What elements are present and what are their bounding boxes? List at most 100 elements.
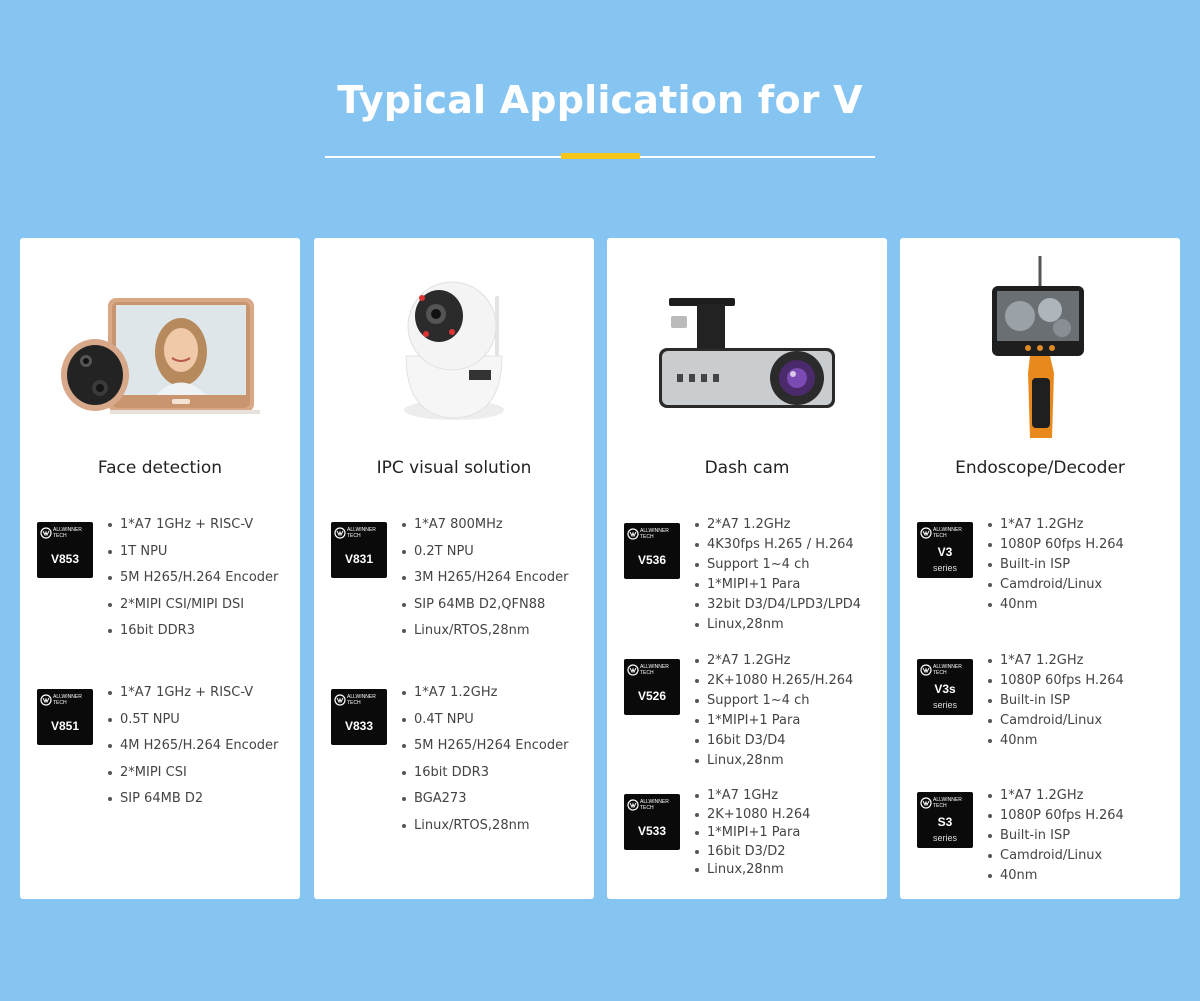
card-ipc-visual-solution: IPC visual solution ALLWINNER TECH V831 … bbox=[314, 238, 594, 899]
card-title: Face detection bbox=[97, 458, 223, 478]
chip-model: V833 bbox=[344, 719, 374, 733]
spec-item: Linux,28nm bbox=[695, 861, 810, 880]
ip-camera-image bbox=[404, 281, 504, 420]
allwinner-logo-icon bbox=[627, 799, 639, 811]
spec-item: Built-in ISP bbox=[988, 555, 1124, 575]
spec-item: 2K+1080 H.264 bbox=[695, 806, 810, 825]
chip-series: series bbox=[932, 833, 957, 843]
card-title: IPC visual solution bbox=[376, 458, 532, 478]
spec-item: Support 1~4 ch bbox=[695, 691, 853, 711]
spec-item: 1*MIPI+1 Para bbox=[695, 824, 810, 843]
endoscope-image bbox=[992, 256, 1084, 438]
title-accent-bar bbox=[561, 153, 640, 159]
chip-logo-text: ALLWINNER TECH bbox=[53, 694, 82, 706]
chip-model: V3 bbox=[937, 545, 953, 559]
spec-item: 16bit D3/D2 bbox=[695, 843, 810, 862]
spec-item: 0.5T NPU bbox=[108, 707, 278, 734]
spec-list: 1*A7 1.2GHz 1080P 60fps H.264 Built-in I… bbox=[988, 786, 1124, 886]
chip-logo-text: ALLWINNER TECH bbox=[640, 664, 669, 676]
spec-list: 1*A7 1GHz + RISC-V 0.5T NPU 4M H265/H.26… bbox=[108, 680, 278, 813]
spec-item: 4M H265/H.264 Encoder bbox=[108, 733, 278, 760]
allwinner-logo-icon bbox=[334, 694, 346, 706]
spec-item: 0.4T NPU bbox=[402, 707, 568, 734]
chip-badge: ALLWINNER TECH V831 bbox=[331, 522, 387, 578]
spec-item: 3M H265/H264 Encoder bbox=[402, 565, 568, 592]
spec-item: 1080P 60fps H.264 bbox=[988, 535, 1124, 555]
card-title: Endoscope/Decoder bbox=[955, 458, 1125, 478]
spec-item: 1*A7 1.2GHz bbox=[988, 651, 1124, 671]
spec-item: 1*A7 1.2GHz bbox=[988, 515, 1124, 535]
chip-badge: ALLWINNER TECH V536 bbox=[624, 523, 680, 579]
card-endoscope-decoder: Endoscope/Decoder ALLWINNER TECH V3 seri… bbox=[900, 238, 1180, 899]
chip-logo-text: ALLWINNER TECH bbox=[933, 527, 962, 539]
chip-logo-text: ALLWINNER TECH bbox=[347, 527, 376, 539]
spec-item: 40nm bbox=[988, 731, 1124, 751]
spec-item: Built-in ISP bbox=[988, 691, 1124, 711]
page-title: Typical Application for V bbox=[337, 78, 863, 122]
allwinner-logo-icon bbox=[627, 664, 639, 676]
spec-item: 2*MIPI CSI bbox=[108, 760, 278, 787]
spec-item: 16bit DDR3 bbox=[108, 618, 278, 645]
allwinner-logo-icon bbox=[627, 528, 639, 540]
chip-logo-text: ALLWINNER TECH bbox=[933, 664, 962, 676]
chip-model: S3 bbox=[937, 815, 953, 829]
chip-model: V853 bbox=[50, 552, 80, 566]
chip-badge: ALLWINNER TECH V833 bbox=[331, 689, 387, 745]
spec-list: 1*A7 1.2GHz 0.4T NPU 5M H265/H264 Encode… bbox=[402, 680, 568, 839]
spec-list: 2*A7 1.2GHz 2K+1080 H.265/H.264 Support … bbox=[695, 651, 853, 771]
chip-badge: ALLWINNER TECH V3s series bbox=[917, 659, 973, 715]
card-title: Dash cam bbox=[704, 458, 790, 478]
spec-item: Camdroid/Linux bbox=[988, 711, 1124, 731]
spec-item: Camdroid/Linux bbox=[988, 575, 1124, 595]
chip-logo-text: ALLWINNER TECH bbox=[53, 527, 82, 539]
spec-item: 16bit D3/D4 bbox=[695, 731, 853, 751]
spec-item: 1*A7 1GHz + RISC-V bbox=[108, 512, 278, 539]
allwinner-logo-icon bbox=[920, 664, 932, 676]
allwinner-logo-icon bbox=[920, 527, 932, 539]
allwinner-logo-icon bbox=[920, 797, 932, 809]
chip-model: V533 bbox=[637, 824, 667, 838]
spec-item: 1T NPU bbox=[108, 539, 278, 566]
spec-item: Support 1~4 ch bbox=[695, 555, 861, 575]
allwinner-logo-icon bbox=[40, 527, 52, 539]
chip-series: series bbox=[932, 563, 957, 573]
chip-badge: ALLWINNER TECH V3 series bbox=[917, 522, 973, 578]
spec-item: 1*A7 1.2GHz bbox=[402, 680, 568, 707]
chip-model: V526 bbox=[637, 689, 667, 703]
chip-badge: ALLWINNER TECH V533 bbox=[624, 794, 680, 850]
chip-badge: ALLWINNER TECH S3 series bbox=[917, 792, 973, 848]
spec-item: SIP 64MB D2 bbox=[108, 786, 278, 813]
spec-item: 40nm bbox=[988, 595, 1124, 615]
chip-badge: ALLWINNER TECH V851 bbox=[37, 689, 93, 745]
spec-list: 1*A7 1.2GHz 1080P 60fps H.264 Built-in I… bbox=[988, 515, 1124, 615]
spec-item: 4K30fps H.265 / H.264 bbox=[695, 535, 861, 555]
spec-list: 1*A7 800MHz 0.2T NPU 3M H265/H264 Encode… bbox=[402, 512, 568, 645]
spec-item: 2K+1080 H.265/H.264 bbox=[695, 671, 853, 691]
spec-item: Linux,28nm bbox=[695, 751, 853, 771]
spec-item: 0.2T NPU bbox=[402, 539, 568, 566]
spec-item: 32bit D3/D4/LPD3/LPD4 bbox=[695, 595, 861, 615]
spec-list: 1*A7 1GHz 2K+1080 H.264 1*MIPI+1 Para 16… bbox=[695, 787, 810, 880]
spec-list: 2*A7 1.2GHz 4K30fps H.265 / H.264 Suppor… bbox=[695, 515, 861, 635]
spec-item: 5M H265/H.264 Encoder bbox=[108, 565, 278, 592]
chip-logo-text: ALLWINNER TECH bbox=[347, 694, 376, 706]
spec-item: SIP 64MB D2,QFN88 bbox=[402, 592, 568, 619]
spec-item: Linux/RTOS,28nm bbox=[402, 813, 568, 840]
spec-item: 1*MIPI+1 Para bbox=[695, 575, 861, 595]
spec-item: Linux,28nm bbox=[695, 615, 861, 635]
chip-logo-text: ALLWINNER TECH bbox=[933, 797, 962, 809]
spec-list: 1*A7 1.2GHz 1080P 60fps H.264 Built-in I… bbox=[988, 651, 1124, 751]
allwinner-logo-icon bbox=[334, 527, 346, 539]
chip-logo-text: ALLWINNER TECH bbox=[640, 799, 669, 811]
spec-item: 1080P 60fps H.264 bbox=[988, 806, 1124, 826]
spec-item: Built-in ISP bbox=[988, 826, 1124, 846]
spec-item: 5M H265/H264 Encoder bbox=[402, 733, 568, 760]
smart-doorbell-with-display-image bbox=[61, 298, 260, 414]
spec-item: 1*A7 800MHz bbox=[402, 512, 568, 539]
chip-model: V831 bbox=[344, 552, 374, 566]
chip-model: V536 bbox=[637, 553, 667, 567]
spec-item: 2*A7 1.2GHz bbox=[695, 515, 861, 535]
spec-item: 2*MIPI CSI/MIPI DSI bbox=[108, 592, 278, 619]
spec-item: 1*MIPI+1 Para bbox=[695, 711, 853, 731]
card-face-detection: Face detection ALLWINNER TECH V853 1*A7 … bbox=[20, 238, 300, 899]
